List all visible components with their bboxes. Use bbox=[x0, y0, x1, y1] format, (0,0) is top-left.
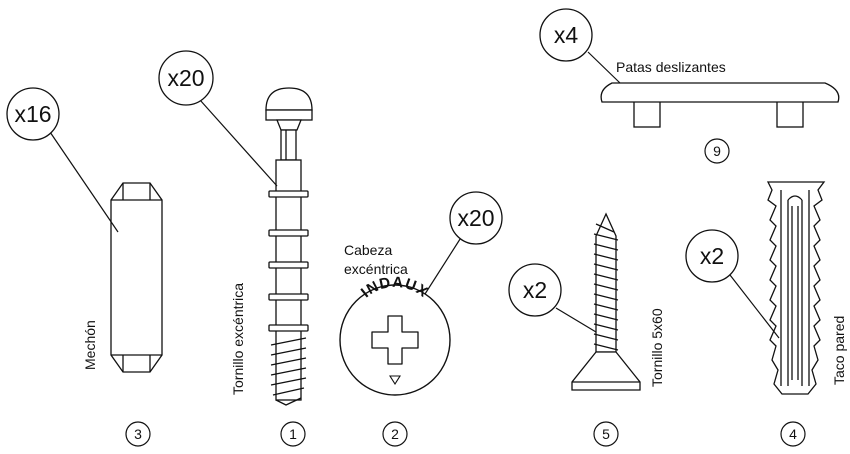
taco-pared-part: x2 Taco pared 4 bbox=[685, 181, 847, 447]
tornillo-5x60-qty-circle bbox=[508, 263, 562, 317]
patas-deslizantes-number-circle bbox=[704, 138, 730, 164]
taco-pared-qty-circle bbox=[685, 229, 739, 283]
patas-deslizantes-qty: x4 bbox=[554, 22, 579, 48]
arrow-down-icon bbox=[389, 375, 401, 386]
patas-deslizantes-leader-line bbox=[587, 51, 621, 84]
cabeza-excentrica-number: 2 bbox=[391, 426, 399, 442]
mechon-number: 3 bbox=[134, 426, 142, 442]
cabeza-excentrica-part: INDAUX x20 Cabeza excéntrica 2 bbox=[339, 191, 503, 447]
tornillo-excentrico-number: 1 bbox=[289, 426, 297, 442]
cabeza-excentrica-qty-circle bbox=[449, 191, 503, 245]
mechon-qty-circle bbox=[6, 87, 60, 141]
dowel-icon bbox=[110, 182, 163, 373]
tornillo-5x60-number-circle bbox=[593, 421, 619, 447]
cam-bolt-icon bbox=[265, 87, 313, 406]
wood-screw-icon bbox=[571, 212, 641, 391]
patas-deslizantes-part: x4 Patas deslizantes 9 bbox=[539, 8, 840, 164]
mechon-label: Mechón bbox=[82, 320, 98, 370]
wall-plug-icon bbox=[766, 181, 826, 395]
taco-pared-leader-line bbox=[729, 274, 780, 339]
cabeza-excentrica-label-line2: excéntrica bbox=[344, 261, 408, 277]
tornillo-5x60-number: 5 bbox=[602, 426, 610, 442]
tornillo-excentrico-qty-circle bbox=[158, 50, 214, 106]
patas-deslizantes-label: Patas deslizantes bbox=[616, 59, 726, 75]
glide-foot-icon bbox=[600, 82, 840, 128]
mechon-leader-line bbox=[49, 131, 119, 233]
tornillo-5x60-qty: x2 bbox=[523, 277, 547, 303]
tornillo-excentrico-leader-line bbox=[199, 99, 278, 187]
mechon-number-circle bbox=[125, 421, 151, 447]
cross-slot-icon bbox=[371, 315, 419, 365]
cabeza-excentrica-qty: x20 bbox=[457, 205, 494, 231]
cabeza-excentrica-label-line1: Cabeza bbox=[344, 242, 392, 258]
tornillo-5x60-part: x2 Tornillo 5x60 5 bbox=[508, 212, 665, 447]
tornillo-5x60-label: Tornillo 5x60 bbox=[649, 308, 665, 387]
tornillo-excentrico-part: x20 Tornillo excéntrica 1 bbox=[158, 50, 313, 447]
taco-pared-qty: x2 bbox=[700, 243, 724, 269]
patas-deslizantes-number: 9 bbox=[713, 143, 721, 159]
mechon-part: x16 Mechón 3 bbox=[6, 87, 163, 447]
cabeza-excentrica-leader-line bbox=[424, 235, 463, 295]
cam-lock-icon bbox=[339, 284, 451, 396]
tornillo-excentrico-label: Tornillo excéntrica bbox=[230, 283, 246, 395]
taco-pared-label: Taco pared bbox=[831, 316, 847, 385]
cabeza-excentrica-number-circle bbox=[382, 421, 408, 447]
mechon-qty: x16 bbox=[14, 101, 51, 127]
tornillo-excentrico-number-circle bbox=[280, 421, 306, 447]
taco-pared-number: 4 bbox=[789, 426, 797, 442]
tornillo-5x60-leader-line bbox=[555, 307, 597, 333]
taco-pared-number-circle bbox=[780, 421, 806, 447]
tornillo-excentrico-qty: x20 bbox=[167, 65, 204, 91]
patas-deslizantes-qty-circle bbox=[539, 8, 593, 62]
